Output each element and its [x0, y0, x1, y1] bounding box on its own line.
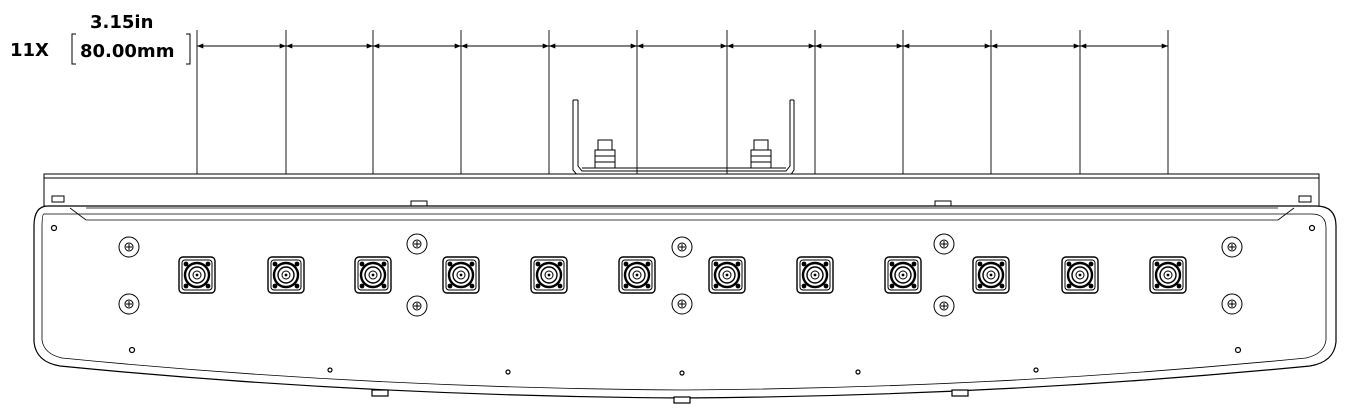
dimension-lines — [196, 30, 1169, 262]
screw-fixture — [406, 295, 428, 317]
screw-fixture — [406, 233, 428, 255]
n-type-connector — [972, 256, 1010, 294]
dimension-bracket-left — [71, 33, 76, 65]
screw-fixture — [118, 293, 140, 315]
screw-fixture — [933, 233, 955, 255]
n-type-connector — [618, 256, 656, 294]
dimension-bracket-right — [186, 33, 191, 65]
dimension-imperial: 3.15in — [90, 12, 153, 33]
n-type-connector — [884, 256, 922, 294]
n-type-connector — [530, 256, 568, 294]
connector-row — [178, 256, 1187, 294]
screw-fixture — [1221, 236, 1243, 258]
n-type-connector — [178, 256, 216, 294]
n-type-connector — [708, 256, 746, 294]
dimension-count: 11X — [10, 40, 49, 61]
screw-fixture — [671, 293, 693, 315]
mounting-screws — [118, 233, 1243, 317]
dimension-metric: 80.00mm — [80, 41, 174, 62]
screw-fixture — [1221, 293, 1243, 315]
dimension-annotation: 3.15in 11X 80.00mm — [10, 12, 191, 65]
n-type-connector — [796, 256, 834, 294]
screw-fixture — [118, 236, 140, 258]
screw-fixture — [671, 236, 693, 258]
n-type-connector — [442, 256, 480, 294]
n-type-connector — [1061, 256, 1099, 294]
n-type-connector — [1149, 256, 1187, 294]
mounting-bracket — [572, 99, 795, 177]
screw-fixture — [933, 295, 955, 317]
n-type-connector — [354, 256, 392, 294]
top-plate — [43, 173, 1320, 208]
n-type-connector — [267, 256, 305, 294]
